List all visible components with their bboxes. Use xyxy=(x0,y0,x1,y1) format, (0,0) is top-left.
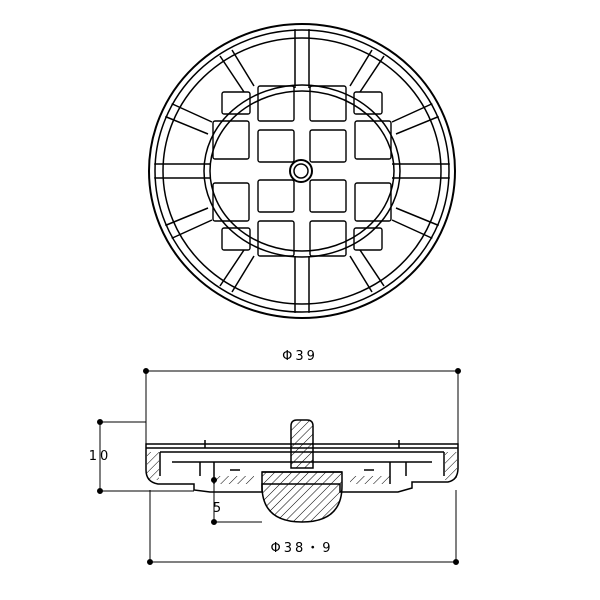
outer-ring-ribs xyxy=(154,29,450,313)
outer-ring-inner-edge xyxy=(162,37,442,305)
dim-outer-diameter: Φ39 xyxy=(282,349,318,364)
left-wall-hatch xyxy=(147,452,159,480)
top-view xyxy=(148,23,456,319)
inner-disc-outer xyxy=(203,84,401,258)
outer-rim-inner xyxy=(154,29,450,313)
center-hub-outer xyxy=(289,159,313,183)
center-post xyxy=(290,419,314,469)
dimension-lines xyxy=(97,368,461,565)
outer-rim-outer xyxy=(148,23,456,319)
dim-height: 10 xyxy=(89,449,112,464)
center-bulb xyxy=(261,471,343,523)
dim-depth: 5 xyxy=(213,501,221,516)
section-view xyxy=(145,419,459,523)
center-hub-inner xyxy=(293,163,309,179)
inner-disc-inner xyxy=(209,90,395,252)
dim-inner-diameter: Φ38・9 xyxy=(270,541,333,556)
inner-grid xyxy=(212,85,392,257)
right-wall-hatch xyxy=(445,452,457,480)
